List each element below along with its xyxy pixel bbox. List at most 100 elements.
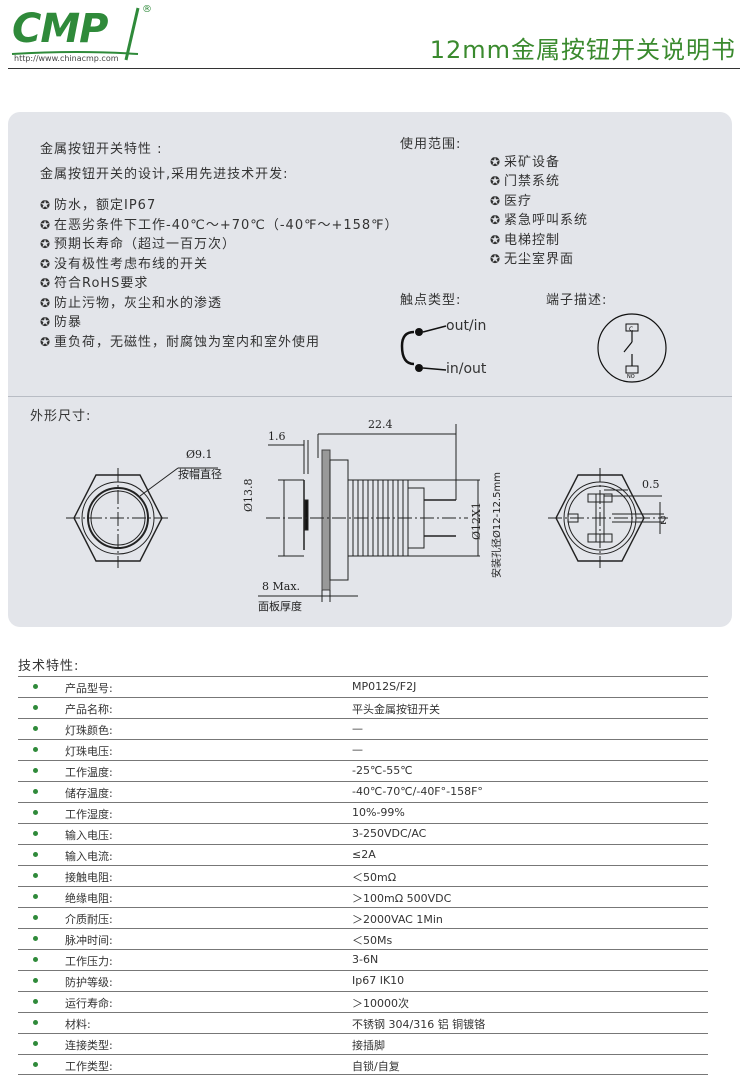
- side-view: [258, 424, 480, 602]
- usage-title: 使用范围:: [400, 137, 462, 152]
- spec-value: 不锈钢 304/316 铝 铜镀铬: [352, 1018, 486, 1031]
- table-row: 脉冲时间:＜50Ms: [18, 928, 708, 949]
- star-bullet-icon: ✪: [40, 315, 52, 329]
- list-item: ✪防止污物，灰尘和水的渗透: [40, 295, 223, 311]
- features-title: 金属按钮开关特性 :: [40, 142, 163, 157]
- table-row: 产品型号: MP012S/F2J: [18, 676, 708, 697]
- spec-label: 产品型号:: [65, 682, 113, 695]
- panel-divider: [8, 396, 732, 397]
- list-item: ✪符合RoHS要求: [40, 276, 149, 291]
- dimension-8-max: 8 Max.: [262, 580, 301, 593]
- bullet-dot-icon: [33, 999, 38, 1004]
- table-row: 防护等级:Ip67 IK10: [18, 970, 708, 991]
- spec-value: ＞2000VAC 1Min: [352, 913, 443, 926]
- spec-value: —: [352, 722, 363, 735]
- dimension-m12: Ø12X1: [470, 502, 483, 540]
- spec-label: 防护等级:: [65, 976, 113, 989]
- dimension-0-5: 0.5: [642, 478, 660, 491]
- cap-diameter-label: 按帽直径: [178, 468, 222, 481]
- star-bullet-icon: ✪: [490, 193, 502, 208]
- spec-value: ＞10000次: [352, 997, 409, 1010]
- table-row: 工作温度:-25℃-55℃: [18, 760, 708, 781]
- table-row: 灯珠电压:—: [18, 739, 708, 760]
- star-bullet-icon: ✪: [40, 276, 52, 290]
- list-item: ✪没有极性考虑布线的开关: [40, 256, 209, 272]
- bullet-dot-icon: [33, 915, 38, 920]
- spec-value: 自锁/自复: [352, 1060, 400, 1073]
- bullet-dot-icon: [33, 768, 38, 773]
- spec-label: 介质耐压:: [65, 913, 113, 926]
- dimension-2: 2: [660, 514, 667, 527]
- spec-label: 产品名称:: [65, 703, 113, 716]
- logo-swoosh-icon: [11, 7, 140, 61]
- spec-label: 储存温度:: [65, 787, 113, 800]
- spec-value: -40℃-70℃/-40F°-158F°: [352, 785, 483, 798]
- bullet-dot-icon: [33, 1041, 38, 1046]
- table-row: 接触电阻: ＜50mΩ: [18, 865, 708, 886]
- table-row: 输入电流:≤2A: [18, 844, 708, 865]
- bullet-dot-icon: [33, 957, 38, 962]
- table-row: 工作湿度: 10%-99%: [18, 802, 708, 823]
- spec-label: 灯珠电压:: [65, 745, 113, 758]
- bullet-dot-icon: [33, 1020, 38, 1025]
- terminal-no-label: NO: [627, 374, 635, 380]
- spec-value: 平头金属按钮开关: [352, 703, 440, 716]
- star-bullet-icon: ✪: [40, 256, 52, 271]
- bullet-dot-icon: [33, 852, 38, 857]
- bullet-dot-icon: [33, 936, 38, 941]
- list-item: ✪防暴: [40, 315, 83, 330]
- spec-value: ＜50Ms: [352, 934, 393, 947]
- features-list: ✪防水，额定IP67 ✪在恶劣条件下工作-40℃～+70℃（-40℉～+158℉…: [40, 194, 399, 350]
- contact-diagram-icon: [400, 325, 447, 372]
- mount-hole-dimension: 安装孔径Ø12-12.5mm: [492, 472, 503, 578]
- dimension-1-6: 1.6: [268, 430, 286, 443]
- list-item: ✪无尘室界面: [490, 251, 575, 267]
- table-row: 介质耐压: ＞2000VAC 1Min: [18, 907, 708, 928]
- spec-value: ＜50mΩ: [352, 871, 397, 884]
- table-row: 材料: 不锈钢 304/316 铝 铜镀铬: [18, 1012, 708, 1033]
- list-item: ✪重负荷，无磁性，耐腐蚀为室内和室外使用: [40, 334, 321, 350]
- features-subtitle: 金属按钮开关的设计,采用先进技术开发:: [40, 167, 289, 182]
- contact-type-title: 触点类型:: [400, 293, 462, 308]
- back-view: [548, 468, 668, 568]
- spec-label: 连接类型:: [65, 1039, 113, 1052]
- table-row: 工作压力:3-6N: [18, 949, 708, 970]
- spec-value: 接插脚: [352, 1039, 385, 1052]
- spec-value: ≤2A: [352, 848, 376, 861]
- header: CMP ® http://www.chinacmp.com 12mm金属按钮开关…: [0, 0, 750, 72]
- star-bullet-icon: ✪: [40, 237, 52, 251]
- table-row: 输入电压:3-250VDC/AC: [18, 823, 708, 844]
- table-row: 运行寿命: ＞10000次: [18, 991, 708, 1012]
- star-bullet-icon: ✪: [490, 232, 502, 247]
- star-bullet-icon: ✪: [490, 155, 502, 169]
- spec-label: 绝缘电阻:: [65, 892, 113, 905]
- star-bullet-icon: ✪: [490, 251, 502, 266]
- list-item: ✪门禁系统: [490, 174, 561, 190]
- list-item: ✪防水，额定IP67: [40, 198, 157, 213]
- spec-label: 工作类型:: [65, 1060, 113, 1073]
- star-bullet-icon: ✪: [40, 198, 52, 212]
- star-bullet-icon: ✪: [490, 213, 502, 228]
- spec-value: -25℃-55℃: [352, 764, 413, 777]
- bullet-dot-icon: [33, 789, 38, 794]
- star-bullet-icon: ✪: [40, 295, 52, 310]
- spec-label: 接触电阻:: [65, 871, 113, 884]
- star-bullet-icon: ✪: [40, 334, 52, 349]
- spec-label: 材料:: [65, 1018, 91, 1031]
- table-row: 产品名称: 平头金属按钮开关: [18, 697, 708, 718]
- cmp-logo[interactable]: CMP ® http://www.chinacmp.com: [8, 4, 152, 66]
- out-in-label: out/in: [446, 318, 487, 334]
- spec-value: 3-6N: [352, 953, 379, 966]
- table-row: 储存温度: -40℃-70℃/-40F°-158F°: [18, 781, 708, 802]
- spec-label: 工作湿度:: [65, 808, 113, 821]
- spec-value: ＞100mΩ 500VDC: [352, 892, 452, 905]
- table-row: 工作类型: 自锁/自复: [18, 1054, 708, 1075]
- list-item: ✪电梯控制: [490, 232, 561, 248]
- spec-value: MP012S/F2J: [352, 680, 417, 693]
- header-divider: [8, 68, 740, 69]
- spec-label: 运行寿命:: [65, 997, 113, 1010]
- list-item: ✪紧急呼叫系统: [490, 213, 589, 229]
- spec-value: 10%-99%: [352, 806, 405, 819]
- logo-url[interactable]: http://www.chinacmp.com: [14, 54, 119, 63]
- specs-title: 技术特性:: [18, 659, 80, 674]
